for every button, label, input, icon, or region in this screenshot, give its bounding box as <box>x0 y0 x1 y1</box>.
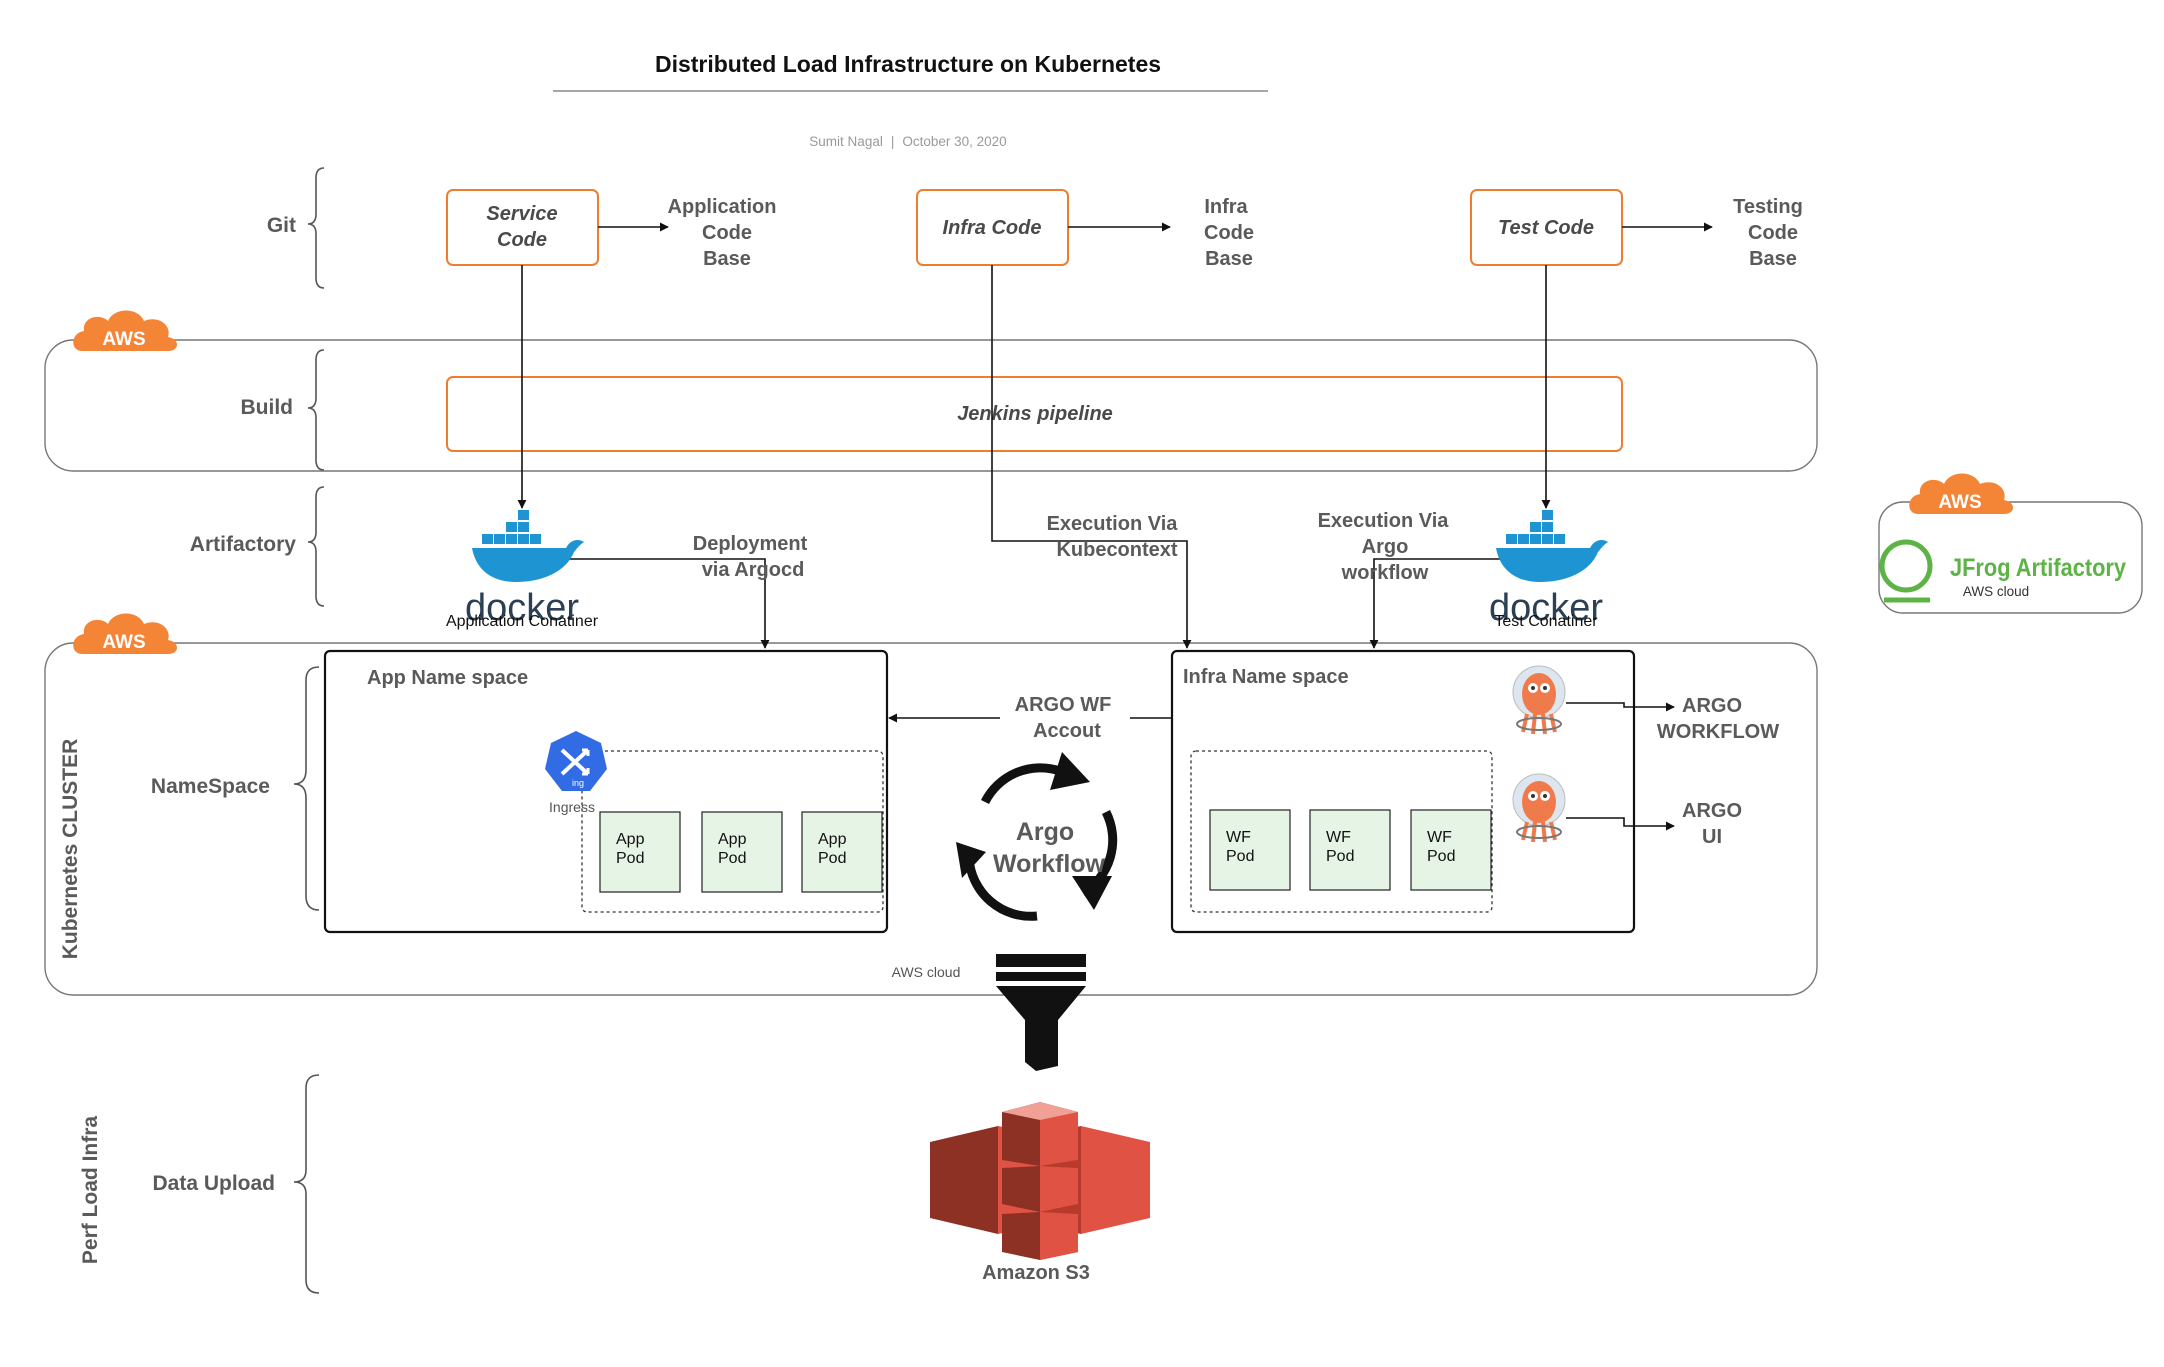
argo-workflow-out-arrow <box>1566 702 1675 712</box>
lane-label-namespace: NameSpace <box>151 775 270 798</box>
argo-mascot-icon <box>1512 665 1566 735</box>
test-code-label: Test Code <box>1498 217 1594 239</box>
test-container-label: Test Conatiner <box>1494 613 1598 630</box>
argo-wf-account-label-bg <box>1000 688 1130 748</box>
docker-icon-test: docker <box>1489 510 1608 629</box>
infra-kubecontext-arrow <box>991 265 1192 649</box>
byline: Sumit Nagal | October 30, 2020 <box>809 134 1006 149</box>
deployment-argocd-arrow <box>540 558 770 649</box>
aws-badge-label: AWS <box>1938 492 1981 513</box>
git-brace <box>307 167 325 289</box>
amazon-s3-label: Amazon S3 <box>982 1262 1090 1284</box>
infra-namespace-label: Infra Name space <box>1183 666 1349 688</box>
exec-argo-arrow <box>1369 558 1532 649</box>
filter-funnel-icon <box>996 954 1086 1071</box>
jfrog-name: JFrog Artifactory <box>1950 554 2126 582</box>
lane-label-artifactory: Artifactory <box>190 533 297 556</box>
argo-cycle-arrowheads <box>956 752 1112 910</box>
docker-wordmark: docker <box>465 587 579 629</box>
service-code-box <box>446 189 599 266</box>
aws-jfrog-container <box>1878 501 2143 614</box>
aws-badge-jfrog: AWS <box>1909 473 2013 514</box>
namespace-brace <box>293 666 320 911</box>
lane-label-k8s-cluster: Kubernetes CLUSTER <box>59 739 82 960</box>
aws-badge-label: AWS <box>102 632 145 653</box>
docker-icon-app: docker <box>465 510 584 629</box>
jfrog-logo-icon <box>1879 539 1933 603</box>
jenkins-pipeline-label: Jenkins pipeline <box>957 403 1113 425</box>
infra-code-label: Infra Code <box>943 217 1042 239</box>
data-upload-brace <box>293 1074 320 1294</box>
diagram-title: Distributed Load Infrastructure on Kuber… <box>655 51 1161 77</box>
lane-label-perf-load: Perf Load Infra <box>79 1116 102 1265</box>
lane-braces <box>293 167 325 1294</box>
byline-date: October 30, 2020 <box>902 134 1006 149</box>
wf-pods-group <box>1190 750 1493 913</box>
author-name: Sumit Nagal <box>809 134 883 149</box>
argo-mascot-icon <box>1512 773 1566 843</box>
app-namespace-label: App Name space <box>367 667 528 689</box>
jenkins-pipeline-box <box>446 376 1623 452</box>
aws-build-container <box>44 339 1818 472</box>
lane-label-git: Git <box>267 214 296 237</box>
aws-cloud-caption: AWS cloud <box>892 964 961 980</box>
argo-ui-out-arrow <box>1566 817 1675 831</box>
docker-wordmark: docker <box>1489 587 1603 629</box>
artifactory-brace <box>307 486 325 607</box>
amazon-s3-icon <box>930 1102 1150 1260</box>
app-container-label: Application Conatiner <box>446 613 599 630</box>
jfrog-caption: AWS cloud <box>1963 584 2029 599</box>
app-pods-group <box>581 750 884 913</box>
byline-separator: | <box>891 134 895 149</box>
aws-badge-label: AWS <box>102 329 145 350</box>
aws-badge-build: AWS <box>73 310 177 351</box>
lane-label-build: Build <box>241 396 294 419</box>
build-brace <box>307 349 325 471</box>
aws-badge-cluster: AWS <box>73 613 177 654</box>
ingress-icon: ing <box>545 731 607 791</box>
ingress-label: Ingress <box>549 799 595 815</box>
ingress-badge: ing <box>572 778 584 788</box>
aws-cluster-container <box>44 642 1818 996</box>
lane-label-data-upload: Data Upload <box>152 1172 275 1195</box>
